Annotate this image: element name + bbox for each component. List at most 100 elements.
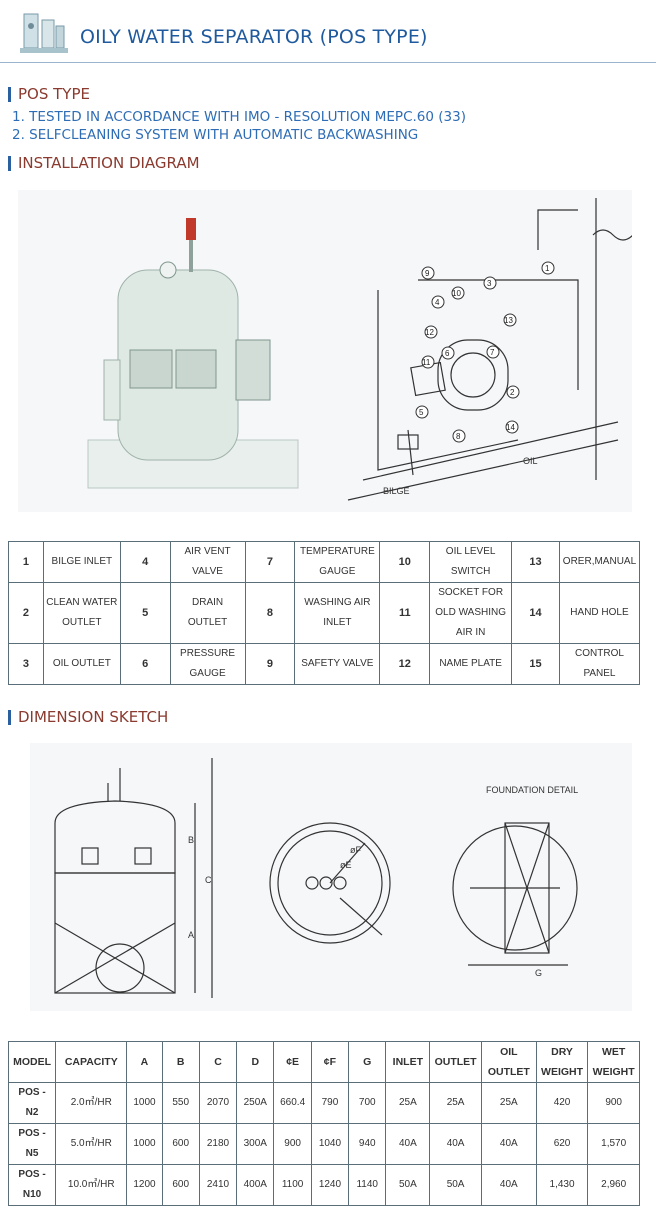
callout-6: 6 bbox=[445, 349, 450, 358]
section-marker bbox=[8, 156, 11, 171]
part-number: 15 bbox=[511, 643, 560, 685]
table-cell: 620 bbox=[535, 1123, 589, 1165]
col-header: D bbox=[236, 1041, 275, 1083]
col-header: ¢F bbox=[310, 1041, 350, 1083]
part-number: 4 bbox=[119, 541, 171, 583]
dim-label-a: A bbox=[188, 930, 194, 940]
table-cell: 700 bbox=[348, 1082, 387, 1124]
col-header: OUTLET bbox=[429, 1041, 482, 1083]
table-cell: POS - N5 bbox=[7, 1123, 57, 1165]
part-name: OIL LEVEL SWITCH bbox=[429, 541, 513, 583]
col-header: ¢E bbox=[273, 1041, 312, 1083]
table-cell: 40A bbox=[480, 1164, 537, 1206]
parts-table: 1 BILGE INLET 4 AIR VENT VALVE 7 TEMPERA… bbox=[8, 541, 641, 685]
table-cell: 50A bbox=[385, 1164, 431, 1206]
table-cell: 40A bbox=[385, 1123, 431, 1165]
callout-1: 1 bbox=[545, 264, 550, 273]
installation-schematic bbox=[347, 198, 634, 501]
part-name: NAME PLATE bbox=[429, 643, 513, 685]
dim-label-e: øE bbox=[340, 860, 352, 870]
table-cell: 1000 bbox=[126, 1082, 163, 1124]
table-cell: 2410 bbox=[198, 1164, 238, 1206]
callout-3: 3 bbox=[487, 279, 492, 288]
dim-label-f: øF bbox=[350, 845, 361, 855]
col-header: DRY WEIGHT bbox=[535, 1041, 589, 1083]
part-number: 14 bbox=[511, 582, 560, 644]
callout-10: 10 bbox=[452, 289, 461, 298]
table-cell: 400A bbox=[236, 1164, 275, 1206]
table-cell: 300A bbox=[236, 1123, 275, 1165]
part-number: 1 bbox=[8, 541, 44, 583]
col-header: INLET bbox=[385, 1041, 431, 1083]
dimension-heading: DIMENSION SKETCH bbox=[18, 708, 169, 726]
table-cell: 790 bbox=[310, 1082, 350, 1124]
table-cell: 900 bbox=[273, 1123, 312, 1165]
part-number: 11 bbox=[379, 582, 431, 644]
part-name: CLEAN WATER OUTLET bbox=[42, 582, 121, 644]
callout-13: 13 bbox=[504, 316, 513, 325]
col-header: B bbox=[161, 1041, 200, 1083]
callout-12: 12 bbox=[425, 328, 434, 337]
table-cell: 1000 bbox=[126, 1123, 163, 1165]
table-cell: 420 bbox=[535, 1082, 589, 1124]
pos-type-line-1: 1. TESTED IN ACCORDANCE WITH IMO - RESOL… bbox=[12, 109, 466, 125]
table-cell: 1240 bbox=[310, 1164, 350, 1206]
col-header: MODEL bbox=[7, 1041, 57, 1083]
callout-2: 2 bbox=[510, 388, 515, 397]
table-cell: 25A bbox=[480, 1082, 537, 1124]
table-cell: 2.0㎥/HR bbox=[55, 1082, 128, 1124]
part-name: CONTROL PANEL bbox=[558, 643, 641, 685]
part-number: 6 bbox=[119, 643, 171, 685]
header-logo bbox=[18, 6, 70, 56]
pos-type-heading: POS TYPE bbox=[18, 85, 90, 103]
dimension-sketch: B A C øE øF G FOUNDATION DETAIL bbox=[30, 743, 632, 1011]
table-cell: 10.0㎥/HR bbox=[55, 1164, 128, 1206]
part-name: ORER,MANUAL bbox=[558, 541, 641, 583]
part-name: WASHING AIR INLET bbox=[294, 582, 381, 644]
part-name: HAND HOLE bbox=[558, 582, 641, 644]
col-header: OIL OUTLET bbox=[480, 1041, 537, 1083]
table-cell: 940 bbox=[348, 1123, 387, 1165]
page-title: OILY WATER SEPARATOR (POS TYPE) bbox=[80, 26, 428, 48]
table-cell: 1,570 bbox=[587, 1123, 640, 1165]
table-cell: 1200 bbox=[126, 1164, 163, 1206]
table-cell: 1040 bbox=[310, 1123, 350, 1165]
table-cell: 250A bbox=[236, 1082, 275, 1124]
part-name: TEMPERATURE GAUGE bbox=[294, 541, 381, 583]
callout-8: 8 bbox=[456, 432, 461, 441]
table-cell: 1,430 bbox=[535, 1164, 589, 1206]
part-name: SOCKET FOR OLD WASHING AIR IN bbox=[429, 582, 513, 644]
callout-4: 4 bbox=[435, 298, 440, 307]
pos-type-line-2: 2. SELFCLEANING SYSTEM WITH AUTOMATIC BA… bbox=[12, 127, 419, 143]
part-number: 10 bbox=[379, 541, 431, 583]
part-number: 12 bbox=[379, 643, 431, 685]
table-cell: 2180 bbox=[198, 1123, 238, 1165]
col-header: CAPACITY bbox=[55, 1041, 128, 1083]
part-name: OIL OUTLET bbox=[42, 643, 121, 685]
table-cell: 660.4 bbox=[273, 1082, 312, 1124]
table-cell: 900 bbox=[587, 1082, 640, 1124]
dim-label-g: G bbox=[535, 968, 542, 978]
table-cell: 600 bbox=[161, 1123, 200, 1165]
part-number: 7 bbox=[244, 541, 296, 583]
part-number: 13 bbox=[511, 541, 560, 583]
section-marker bbox=[8, 710, 11, 725]
col-header: C bbox=[198, 1041, 238, 1083]
part-number: 3 bbox=[8, 643, 44, 685]
part-number: 2 bbox=[8, 582, 44, 644]
table-cell: 50A bbox=[429, 1164, 482, 1206]
table-cell: 550 bbox=[161, 1082, 200, 1124]
table-cell: 1100 bbox=[273, 1164, 312, 1206]
part-name: SAFETY VALVE bbox=[294, 643, 381, 685]
part-name: AIR VENT VALVE bbox=[169, 541, 246, 583]
callout-9: 9 bbox=[425, 269, 430, 278]
installation-diagram: BILGE OIL 9 10 3 4 12 6 7 11 13 2 5 8 14… bbox=[18, 190, 634, 512]
col-header: WET WEIGHT bbox=[587, 1041, 640, 1083]
col-header: G bbox=[348, 1041, 387, 1083]
part-number: 5 bbox=[119, 582, 171, 644]
separator-photo bbox=[87, 218, 299, 489]
dimension-table: MODEL CAPACITY A B C D ¢E ¢F G INLET OUT… bbox=[7, 1041, 640, 1206]
table-cell: 1140 bbox=[348, 1164, 387, 1206]
table-cell: 40A bbox=[480, 1123, 537, 1165]
part-number: 8 bbox=[244, 582, 296, 644]
